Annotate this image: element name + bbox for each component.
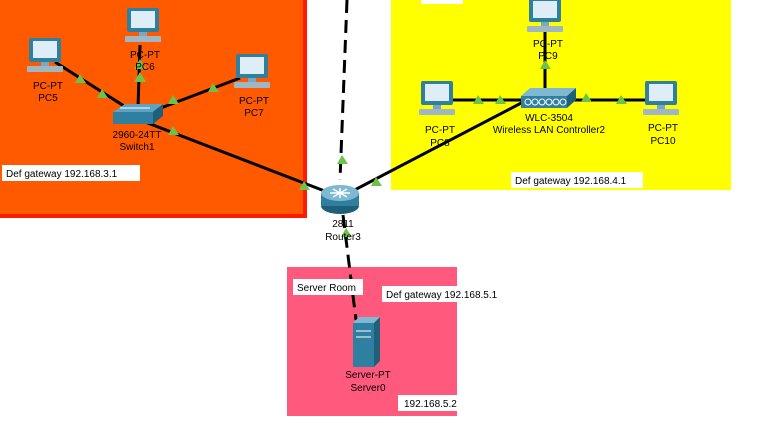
pc6-icon[interactable] — [125, 8, 161, 42]
server-room-title: Server Room — [297, 283, 356, 294]
pc9-type: PC-PT — [533, 39, 563, 50]
switch1-icon[interactable] — [113, 104, 163, 124]
pc10-name: PC10 — [650, 136, 675, 147]
switch1-type: 2960-24TT — [113, 130, 162, 141]
link-router3-dashed-up — [338, 0, 349, 181]
server0-ip-note: 192.168.5.2 — [404, 399, 457, 410]
pc10-type: PC-PT — [648, 123, 678, 134]
yellow-gateway-note: Def gateway 192.168.4.1 — [515, 176, 627, 187]
pc9-icon[interactable] — [527, 0, 563, 32]
pc8-icon[interactable] — [419, 81, 455, 115]
server0-type: Server-PT — [345, 370, 391, 381]
pc6-name: PC6 — [135, 62, 155, 73]
pc5-type: PC-PT — [33, 81, 63, 92]
router3-icon[interactable] — [321, 185, 359, 214]
pc6-type: PC-PT — [130, 50, 160, 61]
server0-name: Server0 — [350, 383, 385, 394]
server0-icon[interactable] — [353, 317, 380, 367]
wlc-icon[interactable] — [521, 88, 576, 108]
link-router3-server0 — [341, 214, 358, 321]
wlc-type: WLC-3504 — [525, 113, 573, 124]
link-pc5-switch1 — [54, 60, 136, 115]
server-room-gateway-note: Def gateway 192.168.5.1 — [386, 290, 498, 301]
pc5-icon[interactable] — [27, 38, 63, 72]
router3-name: Router3 — [325, 232, 361, 243]
port-indicators — [75, 59, 627, 237]
router3-type: 2811 — [332, 219, 354, 230]
wlc-name: Wireless LAN Controller2 — [493, 125, 606, 136]
pc10-icon[interactable] — [643, 81, 679, 115]
pc7-icon[interactable] — [234, 54, 270, 88]
switch1-name: Switch1 — [119, 142, 154, 153]
pc7-type: PC-PT — [239, 96, 269, 107]
pc8-name: PC8 — [430, 138, 450, 149]
pc5-name: PC5 — [38, 93, 58, 104]
orange-gateway-note: Def gateway 192.168.3.1 — [6, 169, 118, 180]
pc8-type: PC-PT — [425, 125, 455, 136]
pc7-name: PC7 — [244, 108, 264, 119]
pc9-name: PC9 — [538, 51, 558, 62]
